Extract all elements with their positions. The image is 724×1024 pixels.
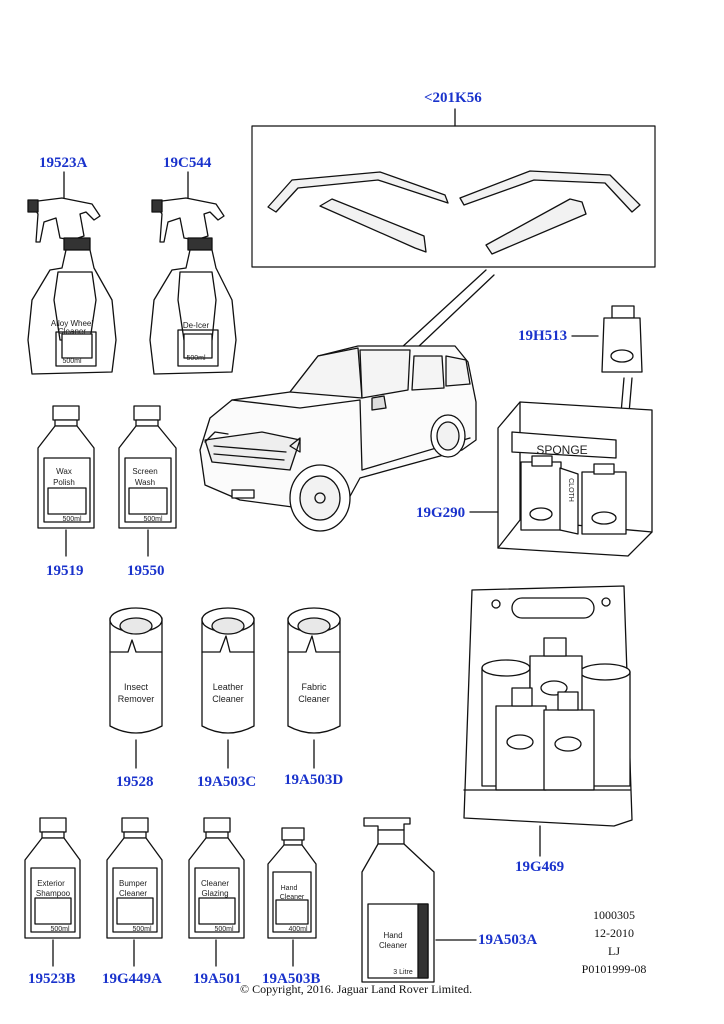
part-number-deflectors[interactable]: <201K56 — [424, 90, 482, 106]
part-number-hand-cleaner-large[interactable]: 19A503A — [478, 932, 538, 948]
label-wax-vol: 500ml — [62, 516, 82, 523]
label-screen-1: Screen — [132, 467, 157, 476]
label-leather-1: Leather — [213, 682, 244, 692]
part-number-fabric-cleaner[interactable]: 19A503D — [284, 772, 344, 788]
part-number-wax-polish[interactable]: 19519 — [46, 563, 84, 579]
part-number-alloy-wheel-cleaner[interactable]: 19523A — [39, 155, 88, 171]
label-cloth: CLOTH — [567, 478, 574, 502]
illustration-ref-1: 1000305 — [593, 908, 635, 922]
label-hand-large-2: Cleaner — [379, 941, 407, 950]
spray-bottle-alloy — [27, 197, 117, 375]
spray-bottle-deicer — [149, 197, 237, 375]
label-sponge: SPONGE — [536, 443, 587, 457]
bottle-hand-cleaner-large — [361, 817, 435, 983]
label-leather-2: Cleaner — [212, 694, 244, 704]
part-number-de-icer[interactable]: 19C544 — [163, 155, 212, 171]
label-glazing-2: Glazing — [201, 889, 228, 898]
part-number-carry-case[interactable]: 19G469 — [515, 859, 565, 875]
bottle-cleaner-glazing — [188, 817, 245, 939]
label-ext-vol: 500ml — [50, 926, 70, 933]
label-ext-1: Exterior — [37, 879, 65, 888]
illustration-ref-4: P0101999-08 — [581, 962, 647, 976]
part-number-exterior-shampoo[interactable]: 19523B — [28, 971, 76, 987]
part-number-bumper-cleaner[interactable]: 19G449A — [102, 971, 162, 987]
illustration-ref-3: LJ — [608, 944, 620, 958]
label-wax-1: Wax — [56, 467, 72, 476]
aerosol-leather-cleaner — [201, 607, 255, 734]
label-bumper-1: Bumper — [119, 879, 147, 888]
label-alloy-1: Alloy Wheel — [51, 319, 93, 328]
label-bumper-vol: 500ml — [132, 926, 152, 933]
part-number-cleaner-glazing[interactable]: 19A501 — [193, 971, 242, 987]
label-ext-2: Shampoo — [36, 889, 71, 898]
label-glazing-vol: 500ml — [214, 926, 234, 933]
aerosol-fabric-cleaner — [287, 607, 341, 734]
label-hand-small-vol: 400ml — [288, 926, 308, 933]
label-bumper-2: Cleaner — [119, 889, 147, 898]
label-hand-large-1: Hand — [383, 931, 402, 940]
label-alloy-vol: 500ml — [62, 358, 82, 365]
part-number-screen-wash[interactable]: 19550 — [127, 563, 165, 579]
part-number-hand-cleaner-small[interactable]: 19A503B — [262, 971, 321, 987]
label-hand-small-2: Cleaner — [280, 894, 305, 901]
sponge-box-kit — [497, 401, 653, 557]
part-number-leather-cleaner[interactable]: 19A503C — [197, 774, 257, 790]
bottle-hand-cleaner-small — [267, 827, 317, 939]
label-deicer-vol: 500ml — [186, 355, 206, 362]
vehicle-illustration — [199, 345, 477, 532]
label-fabric-2: Cleaner — [298, 694, 330, 704]
label-glazing-1: Cleaner — [201, 879, 229, 888]
label-insect-2: Remover — [118, 694, 155, 704]
aerosol-insect-remover — [109, 607, 163, 734]
label-screen-2: Wash — [135, 478, 155, 487]
part-number-19g290[interactable]: 19G290 — [416, 505, 466, 521]
wind-deflector-set — [251, 125, 656, 268]
label-screen-vol: 500ml — [143, 516, 163, 523]
illustration-ref-2: 12-2010 — [594, 926, 634, 940]
label-fabric-1: Fabric — [301, 682, 327, 692]
part-number-19h513[interactable]: 19H513 — [518, 328, 568, 344]
label-hand-large-vol: 3 Litre — [393, 969, 413, 976]
part-number-insect-remover[interactable]: 19528 — [116, 774, 154, 790]
bottle-exterior-shampoo — [24, 817, 81, 939]
label-hand-small-1: Hand — [281, 885, 298, 892]
bottle-screen-wash — [118, 405, 177, 529]
bottle-bumper-cleaner — [106, 817, 163, 939]
label-deicer: De-Icer — [183, 321, 210, 330]
copyright-notice: © Copyright, 2016. Jaguar Land Rover Lim… — [240, 982, 473, 996]
label-insect-1: Insect — [124, 682, 149, 692]
bottle-19h513 — [601, 305, 643, 373]
bottle-wax-polish — [37, 405, 95, 529]
label-wax-2: Polish — [53, 478, 75, 487]
carry-case-kit — [463, 585, 633, 827]
label-alloy-2: Cleaner — [58, 327, 86, 336]
